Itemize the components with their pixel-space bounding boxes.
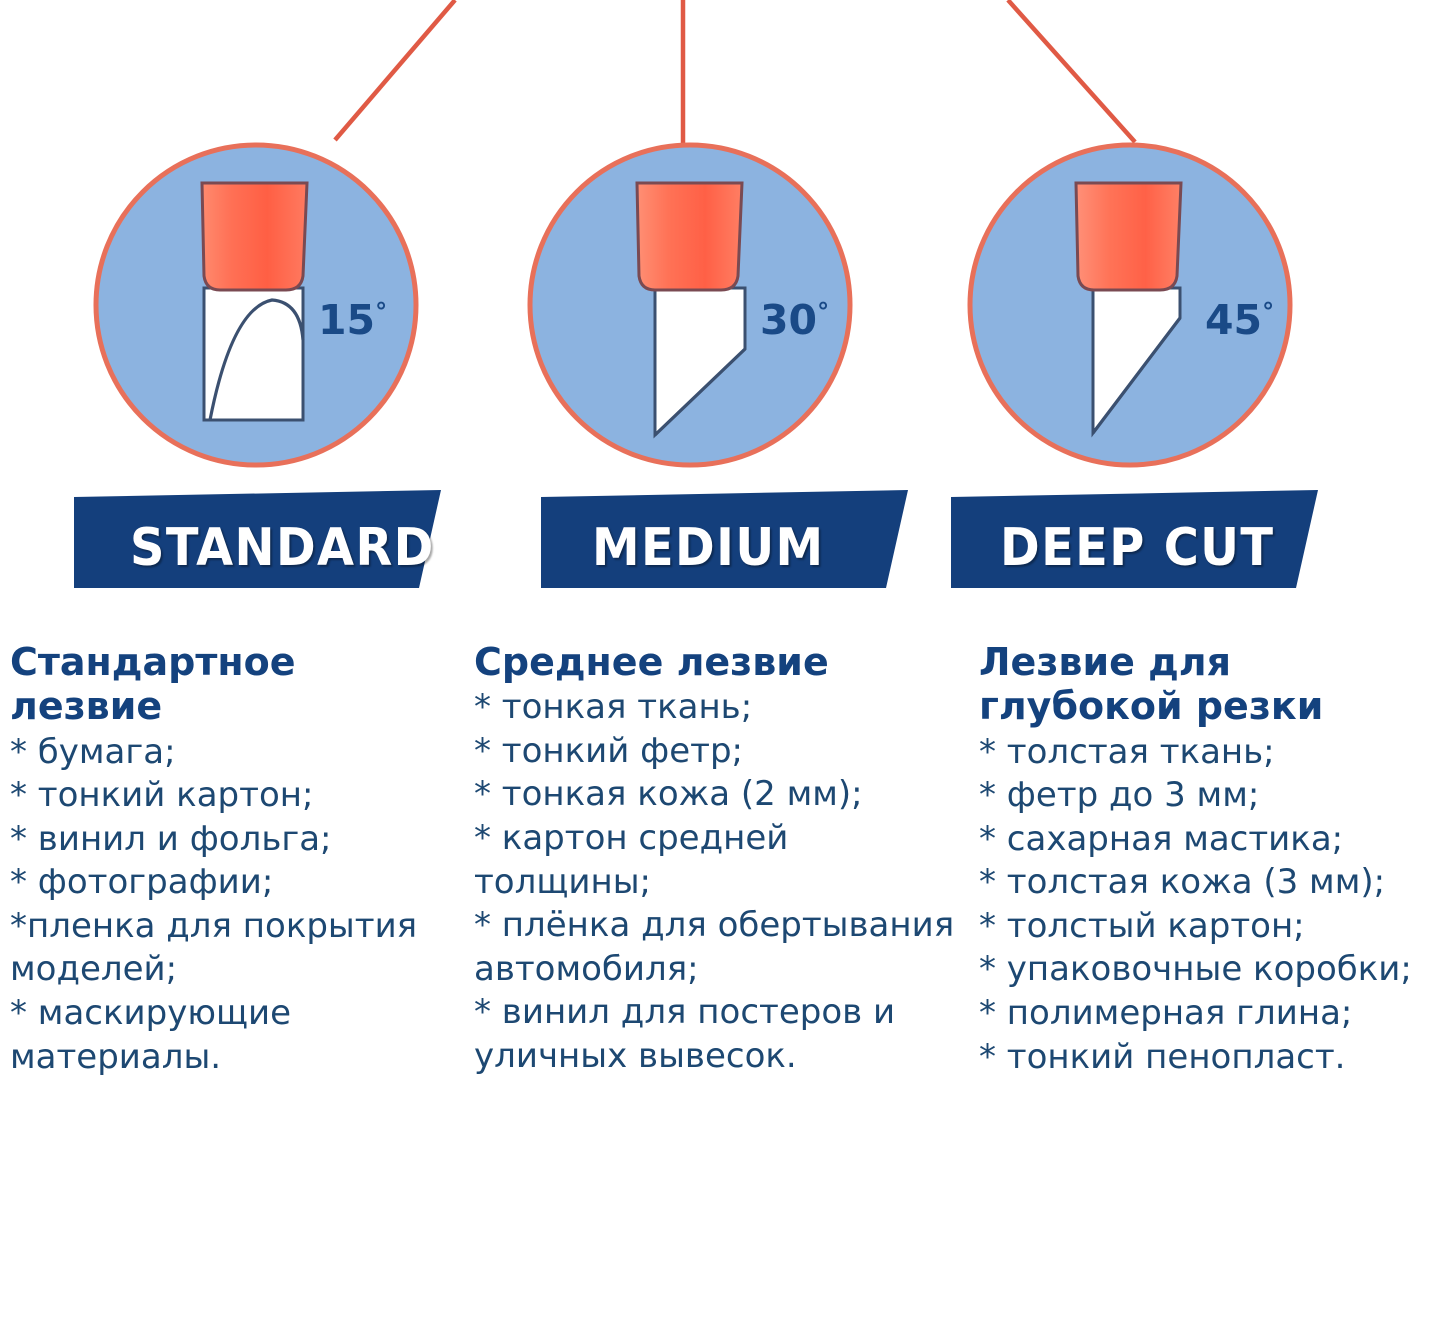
list-item: * полимерная глина;: [979, 993, 1353, 1033]
list-item: * плёнка для обертывания автомобиля;: [474, 905, 965, 989]
list-item: * сахарная мастика;: [979, 818, 1344, 859]
angle-label-standard: 15°: [318, 296, 388, 344]
blade-holder-medium: [635, 181, 744, 292]
blade-holder-standard: [200, 181, 309, 292]
blade-illustration-standard: [93, 142, 419, 468]
leader-line-deepcut: [1006, 0, 1137, 144]
material-list-medium: * тонкая ткань; * тонкий фетр; * тонкая …: [474, 686, 961, 1078]
angle-label-medium: 30°: [760, 296, 830, 344]
blade-illustration-medium: [527, 142, 853, 468]
list-item: * маскирующие материалы.: [10, 993, 302, 1077]
angle-label-deepcut: 45°: [1205, 296, 1275, 344]
column-heading-medium: Среднее лезвие: [474, 640, 829, 684]
banner-standard: [74, 490, 441, 588]
column-heading-standard: Стандартное лезвие: [10, 640, 296, 729]
column-heading-deepcut: Лезвие для глубокой резки: [979, 640, 1324, 729]
list-item: *пленка для покрытия моделей;: [10, 905, 428, 990]
list-item: * фетр до 3 мм;: [979, 775, 1260, 816]
list-item: * фотографии;: [10, 862, 274, 903]
blade-bevel-standard: [208, 298, 305, 421]
list-item: * тонкий картон;: [10, 775, 314, 816]
blade-body-standard: [202, 286, 305, 422]
list-item: * толстая кожа (3 мм);: [979, 862, 1386, 903]
blade-bevel-deepcut: [1091, 317, 1182, 434]
banner-label-deepcut: DEEP CUT: [1000, 518, 1275, 578]
blade-diagram-svg: [74, 0, 1318, 588]
banner-label-standard: STANDARD: [130, 518, 435, 578]
list-item: * толстый картон;: [979, 905, 1305, 946]
list-item: * картон средней толщины;: [474, 818, 800, 902]
banner-label-medium: MEDIUM: [592, 518, 825, 578]
list-item: * тонкий пенопласт.: [979, 1036, 1346, 1077]
blade-diagram-area: 15° 30° 45° STANDARD MEDIUM DEEP CUT: [0, 0, 1435, 615]
blade-illustration-deepcut: [967, 142, 1293, 468]
leader-line-standard: [333, 0, 457, 142]
list-item: * толстая ткань;: [979, 731, 1275, 772]
list-item: * винил и фольга;: [10, 818, 332, 859]
banner-deepcut: [951, 490, 1318, 588]
description-columns: Стандартное лезвие * бумага; * тонкий ка…: [0, 640, 1435, 1079]
list-item: * тонкий фетр;: [474, 730, 744, 771]
list-item: * винил для постеров и уличных вывесок.: [474, 992, 906, 1076]
leader-lines: [333, 0, 1137, 144]
column-medium: Среднее лезвие * тонкая ткань; * тонкий …: [462, 640, 967, 1078]
column-deepcut: Лезвие для глубокой резки * толстая ткан…: [967, 640, 1435, 1079]
material-list-standard: * бумага; * тонкий картон; * винил и фол…: [10, 731, 456, 1079]
material-list-deepcut: * толстая ткань; * фетр до 3 мм; * сахар…: [979, 731, 1431, 1079]
column-standard: Стандартное лезвие * бумага; * тонкий ка…: [0, 640, 462, 1079]
list-item: * тонкая кожа (2 мм);: [474, 774, 863, 815]
blade-bevel-medium: [653, 347, 747, 437]
list-item: * тонкая ткань;: [474, 687, 753, 728]
list-item: * бумага;: [10, 731, 176, 772]
banner-medium: [541, 490, 908, 588]
blade-holder-deepcut: [1074, 181, 1183, 292]
list-item: * упаковочные коробки;: [979, 949, 1412, 990]
